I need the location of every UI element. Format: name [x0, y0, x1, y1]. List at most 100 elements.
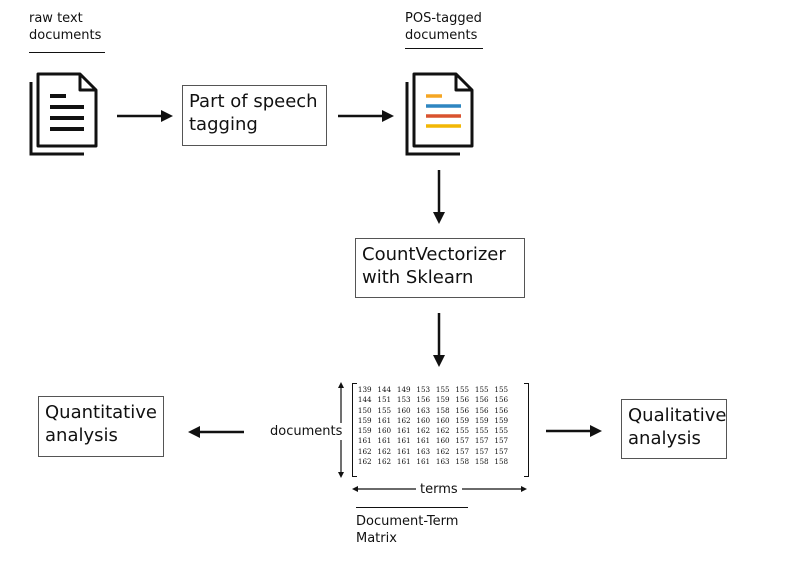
matrix-cell: 160 — [435, 415, 450, 425]
countvectorizer-box: CountVectorizer with Sklearn — [355, 238, 525, 298]
matrix-cell: 156 — [474, 405, 489, 415]
pos-tagged-line1: POS-tagged — [405, 11, 482, 26]
matrix-cell: 156 — [494, 405, 509, 415]
qualitative-analysis-box: Qualitative analysis — [621, 399, 727, 459]
matrix-cell: 153 — [416, 385, 431, 394]
quantitative-line2: analysis — [45, 425, 118, 446]
matrix-cell: 139 — [357, 385, 372, 394]
matrix-row: 161 161 161 161 160 157 157 157 — [355, 436, 511, 446]
matrix-cell: 159 — [357, 426, 372, 436]
arrow-right-icon — [546, 425, 602, 437]
matrix-row: 159 160 161 162 162 155 155 155 — [355, 426, 511, 436]
matrix-cell: 157 — [455, 436, 470, 446]
matrix-cell: 159 — [474, 415, 489, 425]
matrix-cell: 155 — [455, 385, 470, 394]
matrix-cell: 161 — [357, 436, 372, 446]
quantitative-line1: Quantitative — [45, 402, 157, 423]
arrow-right-icon — [338, 110, 394, 122]
matrix-cell: 160 — [377, 426, 392, 436]
matrix-cell: 162 — [357, 446, 372, 456]
matrix-cell: 144 — [377, 385, 392, 394]
pos-tagged-label: POS-tagged documents — [405, 10, 485, 44]
matrix-row: 162 162 161 161 163 158 158 158 — [355, 457, 511, 467]
matrix-cell: 160 — [416, 415, 431, 425]
matrix-cell: 160 — [435, 436, 450, 446]
countvectorizer-line1: CountVectorizer — [362, 244, 506, 265]
matrix-row: 150 155 160 163 158 156 156 156 — [355, 406, 511, 416]
matrix-cell: 163 — [416, 405, 431, 415]
dtm-underline — [356, 507, 468, 508]
matrix-cell: 161 — [377, 415, 392, 425]
matrix-cell: 155 — [377, 405, 392, 415]
matrix-cell: 162 — [435, 446, 450, 456]
matrix-cell: 155 — [435, 385, 450, 394]
arrow-right-icon — [117, 110, 173, 122]
matrix-cell: 155 — [455, 426, 470, 436]
matrix-cell: 162 — [396, 415, 411, 425]
matrix-cell: 157 — [494, 446, 509, 456]
arrow-down-icon — [433, 170, 445, 224]
matrix-cell: 155 — [494, 385, 509, 394]
quantitative-analysis-box: Quantitative analysis — [38, 396, 164, 457]
matrix-cell: 161 — [416, 436, 431, 446]
matrix-cell: 150 — [357, 405, 372, 415]
matrix-cell: 149 — [396, 385, 411, 394]
matrix-cell: 162 — [357, 457, 372, 467]
matrix-cell: 162 — [377, 457, 392, 467]
matrix-cell: 157 — [474, 446, 489, 456]
matrix-cell: 157 — [494, 436, 509, 446]
matrix-cell: 153 — [396, 395, 411, 405]
pos-tagging-line1: Part of speech — [189, 91, 318, 112]
pos-tagged-underline — [405, 48, 483, 49]
matrix-cell: 156 — [455, 405, 470, 415]
matrix-cell: 155 — [474, 426, 489, 436]
arrow-left-icon — [188, 426, 244, 438]
matrix-cell: 157 — [455, 446, 470, 456]
matrix-cell: 162 — [435, 426, 450, 436]
matrix-cell: 158 — [435, 405, 450, 415]
pos-tagged-line2: documents — [405, 28, 478, 43]
matrix-cell: 157 — [474, 436, 489, 446]
matrix-cell: 161 — [396, 446, 411, 456]
matrix-cell: 159 — [435, 395, 450, 405]
matrix-cell: 161 — [396, 436, 411, 446]
terms-axis-label: terms — [416, 481, 462, 498]
matrix-cell: 155 — [494, 426, 509, 436]
documents-axis-label: documents — [268, 423, 345, 440]
qualitative-line1: Qualitative — [628, 405, 727, 426]
matrix-cell: 156 — [455, 395, 470, 405]
matrix-cell: 161 — [396, 457, 411, 467]
matrix-cell: 160 — [396, 405, 411, 415]
matrix-cell: 158 — [494, 457, 509, 467]
arrow-down-icon — [433, 313, 445, 367]
matrix-cell: 151 — [377, 395, 392, 405]
matrix-cell: 155 — [474, 385, 489, 394]
matrix-cell: 161 — [416, 457, 431, 467]
raw-text-underline — [29, 52, 105, 53]
dtm-label: Document-Term Matrix — [356, 513, 486, 547]
matrix-cell: 144 — [357, 395, 372, 405]
matrix-cell: 159 — [357, 415, 372, 425]
raw-text-line2: documents — [29, 28, 102, 43]
matrix-cell: 163 — [435, 457, 450, 467]
dtm-line2: Matrix — [356, 531, 397, 546]
tagged-document-icon — [405, 72, 474, 156]
matrix-cell: 162 — [416, 426, 431, 436]
matrix-cell: 161 — [377, 436, 392, 446]
matrix-cell: 156 — [474, 395, 489, 405]
matrix-cell: 158 — [474, 457, 489, 467]
pos-tagging-line2: tagging — [189, 114, 258, 135]
dtm-line1: Document-Term — [356, 514, 459, 529]
pos-tagging-box: Part of speech tagging — [182, 85, 327, 146]
matrix-cell: 158 — [455, 457, 470, 467]
matrix-cell: 161 — [396, 426, 411, 436]
matrix-row: 139 144 149 153 155 155 155 155 — [355, 385, 511, 395]
raw-text-label: raw text documents — [29, 10, 105, 44]
matrix-cell: 159 — [455, 415, 470, 425]
matrix-cell: 163 — [416, 446, 431, 456]
